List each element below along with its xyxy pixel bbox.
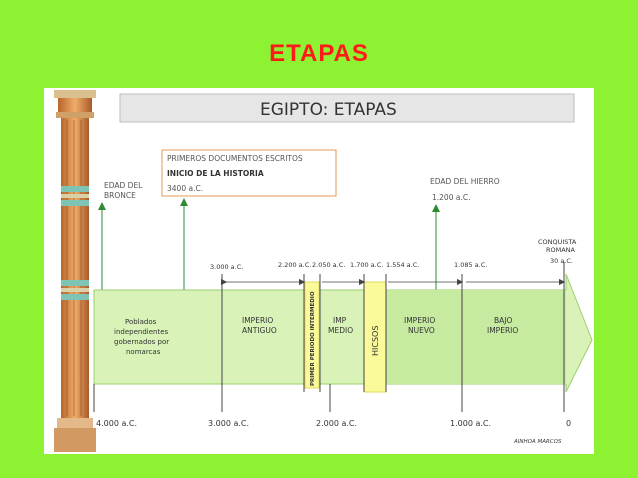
top-date-1085: 1.085 a.C. bbox=[454, 261, 487, 269]
hicsos-label: HICSOS bbox=[371, 326, 380, 356]
band-right-dark bbox=[384, 290, 566, 384]
axis-label-4000: 4.000 a.C. bbox=[96, 419, 137, 428]
poblados-line-1: Poblados bbox=[125, 318, 157, 326]
primer-periodo-label: PRIMER PERIODO INTERMEDIO bbox=[310, 291, 316, 386]
poblados-line-4: nomarcas bbox=[126, 348, 161, 356]
conquest-label-1: CONQUISTA bbox=[538, 238, 577, 246]
imp-medio-line-1: IMP bbox=[333, 316, 347, 325]
poblados-line-3: gobernados por bbox=[114, 338, 169, 346]
axis-label-3000: 3.000 a.C. bbox=[208, 419, 249, 428]
bajo-imperio-line-1: BAJO bbox=[494, 316, 512, 325]
top-date-1554: 1.554 a.C. bbox=[386, 261, 419, 269]
axis-label-1000: 1.000 a.C. bbox=[450, 419, 491, 428]
diagram-panel bbox=[44, 88, 594, 454]
diagram-title: EGIPTO: ETAPAS bbox=[260, 100, 397, 120]
axis-label-2000: 2.000 a.C. bbox=[316, 419, 357, 428]
author-credit: AINHOA MARCOS bbox=[513, 439, 562, 445]
title-banner bbox=[119, 93, 575, 123]
callout-line-2: INICIO DE LA HISTORIA bbox=[167, 169, 264, 178]
conquest-label-3: 30 a.C. bbox=[550, 257, 573, 265]
callout-box bbox=[161, 149, 337, 197]
primer-periodo-highlight bbox=[304, 281, 320, 389]
imperio-antiguo-line-1: IMPERIO bbox=[242, 316, 273, 325]
top-date-2200: 2.200 a.C. bbox=[278, 261, 311, 269]
callout-line-1: PRIMEROS DOCUMENTOS ESCRITOS bbox=[167, 154, 303, 163]
iron-age-label-1: EDAD DEL HIERRO bbox=[430, 177, 500, 186]
bronze-age-label-2: BRONCE bbox=[104, 191, 136, 200]
slide-title: ETAPAS bbox=[269, 40, 369, 67]
bronze-age-label-1: EDAD DEL bbox=[104, 181, 143, 190]
imperio-nuevo-line-1: IMPERIO bbox=[404, 316, 435, 325]
top-date-1700: 1.700 a.C. bbox=[350, 261, 383, 269]
top-date-3000: 3.000 a.C. bbox=[210, 263, 243, 271]
conquest-label-2: ROMANA bbox=[546, 246, 576, 254]
imp-medio-line-2: MEDIO bbox=[328, 326, 353, 335]
bajo-imperio-line-2: IMPERIO bbox=[487, 326, 518, 335]
axis-label-0: 0 bbox=[566, 419, 571, 428]
imperio-nuevo-line-2: NUEVO bbox=[408, 326, 435, 335]
callout-line-3: 3400 a.C. bbox=[167, 184, 203, 193]
imperio-antiguo-line-2: ANTIGUO bbox=[242, 326, 277, 335]
iron-age-label-2: 1.200 a.C. bbox=[432, 193, 470, 202]
top-date-2050: 2.050 a.C. bbox=[312, 261, 345, 269]
egyptian-column-image bbox=[54, 90, 96, 452]
poblados-line-2: independientes bbox=[114, 328, 169, 336]
